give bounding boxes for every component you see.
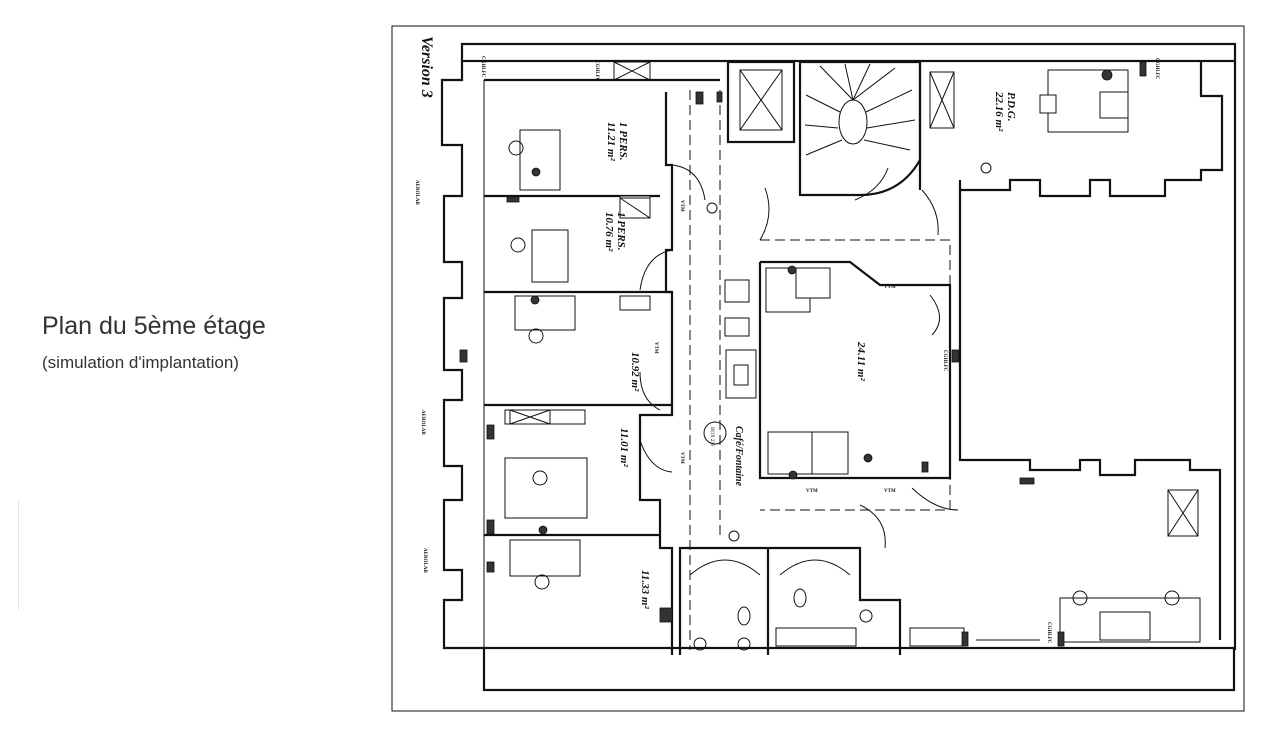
room-area-5: 11.33 m² — [639, 570, 651, 609]
pdg-phone — [1101, 69, 1113, 81]
open-desk-1b — [795, 267, 831, 299]
office-3-furniture — [514, 295, 576, 344]
room-label-4: 11.01 m² — [618, 428, 630, 467]
stairwell — [798, 60, 922, 197]
outlet-label-2: CGHLFC — [594, 60, 599, 82]
room-name-2: 1 PERS. — [615, 212, 627, 251]
cafe-label: Café/Fontaine — [733, 426, 744, 487]
left-facade-wall — [440, 61, 484, 650]
room-area-3: 10.92 m² — [629, 352, 641, 392]
office-1-furniture — [508, 129, 561, 191]
window-marks — [509, 61, 651, 425]
bottom-wall — [482, 646, 1236, 692]
stair-newel — [838, 99, 868, 145]
open-desk-2 — [767, 431, 813, 475]
room-label-7: 24.11 m² — [855, 341, 867, 381]
courtyard-wall — [958, 180, 1222, 640]
room-area-1: 11.21 m² — [605, 122, 617, 161]
pdg-socket — [980, 162, 992, 174]
sink-2 — [859, 609, 873, 623]
plan-subtitle: (simulation d'implantation) — [42, 353, 239, 372]
toilets-block — [678, 546, 902, 655]
pdg-side-table — [1099, 91, 1129, 119]
cafe-tag-circle — [703, 421, 727, 445]
elevator-cross-b — [739, 69, 783, 131]
room-area-7: 24.11 m² — [855, 341, 867, 381]
outlet-label-3: CGHLFC — [1154, 58, 1159, 80]
office-3-cabinet — [619, 295, 651, 311]
cafe-counter — [725, 349, 757, 399]
cafe-tag: BOX 230 — [709, 427, 714, 447]
toilet-1 — [737, 606, 751, 626]
outlet-label-4: CGHLFC — [942, 350, 947, 372]
pdg-outer-wall — [960, 61, 1224, 198]
vtm-label-5: VTM — [884, 489, 896, 494]
room-label-5: 11.33 m² — [639, 570, 651, 609]
office-4-furniture — [504, 457, 588, 535]
office-2-furniture — [510, 229, 569, 283]
room-label-2: 1 PERS.10.76 m² — [603, 212, 627, 252]
br-cabinet — [1167, 489, 1199, 537]
door-swings — [639, 164, 959, 549]
vtm-label-1: VTM — [679, 200, 684, 212]
pdg-chair — [1039, 94, 1057, 114]
elevator-shaft — [726, 60, 796, 144]
office-5-furniture — [509, 539, 581, 590]
version-label: Version 3 — [418, 36, 435, 98]
outlet-label-5: CGHLFC — [1046, 622, 1051, 644]
wall-fixtures — [459, 61, 1147, 647]
vtm-label-3: VTM — [653, 342, 658, 354]
plan-title: Plan du 5ème étage — [42, 312, 266, 340]
vtm-label-4: VTM — [884, 285, 896, 290]
room-area-2: 10.76 m² — [603, 212, 615, 252]
top-facade-wall — [460, 42, 1237, 63]
room-name-1: 1 PERS. — [617, 122, 629, 161]
sheet-border — [391, 25, 1245, 712]
room-area-6: 22.16 m² — [993, 91, 1005, 132]
open-office-wall — [758, 260, 952, 480]
room-label-3: 10.92 m² — [629, 352, 641, 392]
outlet-label-1: CGHLFC — [480, 56, 485, 78]
vtm-label-6: VTM — [806, 489, 818, 494]
room-label-1: 1 PERS.11.21 m² — [605, 122, 629, 161]
scan-artifact-line — [18, 500, 19, 610]
service-shaft — [929, 71, 955, 129]
open-desk-2b — [811, 431, 849, 475]
copier — [724, 279, 750, 303]
toilet-2 — [793, 588, 807, 608]
printer — [724, 317, 750, 337]
sink-1 — [693, 637, 707, 651]
stair-treads — [804, 63, 916, 156]
vtm-label-2: VTM — [679, 452, 684, 464]
aeration-label-3: AEROLAB — [422, 548, 427, 573]
room-area-4: 11.01 m² — [618, 428, 630, 467]
aeration-label-2: AEROLAB — [420, 410, 425, 435]
aeration-label-1: AEROLAB — [414, 180, 419, 205]
office-corridor-wall — [638, 92, 674, 655]
room-label-6: P.D.G.22.16 m² — [993, 91, 1017, 132]
plan-heading: Plan du 5ème étage (simulation d'implant… — [42, 312, 266, 373]
elevator-cabin — [739, 69, 783, 131]
room-name-6: P.D.G. — [1005, 92, 1017, 121]
